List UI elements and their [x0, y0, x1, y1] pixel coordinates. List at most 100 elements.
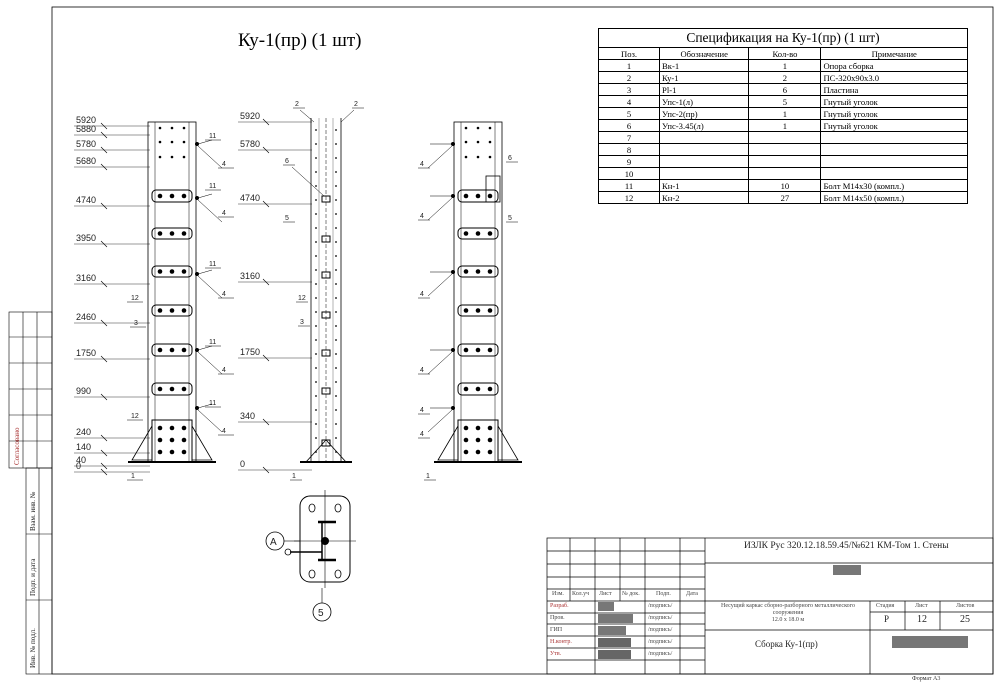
spec-cell: 4 [597, 95, 661, 108]
dimension-tick [262, 200, 270, 208]
signature: /подпись/ [648, 603, 673, 609]
leader [197, 275, 223, 299]
sheets-value: 25 [960, 614, 970, 625]
position-callout: 11 [209, 183, 216, 190]
position-callout: 4 [420, 367, 424, 374]
position-callout: 5 [508, 215, 512, 222]
dimension-tick [100, 319, 108, 327]
role-approver: Утв. [550, 651, 562, 657]
bolt-hole [170, 155, 174, 159]
spec-cell: Упс-3.45(л) [659, 119, 750, 132]
bolt [475, 231, 481, 236]
redacted-block [598, 602, 614, 611]
plate [457, 382, 499, 396]
spec-cell: 9 [597, 155, 661, 168]
bolt [169, 231, 175, 236]
drawing-title: Ку-1(пр) (1 шт) [238, 30, 362, 51]
col-kol: Кол.уч [572, 591, 590, 597]
bolt-hole [335, 171, 337, 173]
position-callout: 11 [209, 261, 216, 268]
bolt [181, 231, 187, 236]
spec-header-cell: Поз. [597, 47, 661, 60]
bolt [487, 347, 493, 353]
bolt-hole [335, 437, 337, 439]
dimension-label: 240 [76, 427, 91, 437]
bolt [195, 348, 199, 352]
bolt-hole [315, 157, 317, 159]
leader [427, 197, 453, 221]
sheet-value: 12 [917, 614, 927, 625]
sheet-label: Лист [915, 603, 928, 609]
spec-cell: Болт М14х50 (компл.) [820, 191, 968, 204]
stamp-inv-replace: Взам. инв. № [29, 491, 37, 531]
bolt [463, 347, 469, 353]
bolt [157, 449, 163, 455]
plate [457, 227, 499, 240]
bolt-hole [315, 409, 317, 411]
bolt [169, 437, 175, 443]
bolt-hole [335, 367, 337, 369]
spec-cell [659, 131, 750, 144]
spec-cell: Кн-2 [659, 191, 750, 204]
spec-cell: 1 [597, 59, 661, 72]
bolt-hole [335, 423, 337, 425]
bolt [157, 386, 163, 392]
bolt [181, 269, 187, 274]
dimension-label: 40 [76, 455, 86, 465]
bolt [451, 406, 455, 410]
bolt [181, 425, 187, 431]
bolt [169, 193, 175, 199]
spec-cell: Упс-2(пр) [659, 107, 750, 120]
dimension-label: 5780 [240, 139, 260, 149]
spec-cell: 3 [597, 83, 661, 96]
dimension-tick [100, 393, 108, 401]
bolt [181, 193, 187, 199]
leader [299, 109, 315, 123]
bolt [157, 437, 163, 443]
bolt [463, 449, 469, 455]
bolt [487, 386, 493, 392]
bolt [181, 386, 187, 392]
dimension-label: 5680 [76, 156, 96, 166]
leader [197, 345, 213, 351]
bolt-hole [335, 395, 337, 397]
bolt-hole [488, 126, 492, 130]
position-callout: 2 [295, 101, 299, 108]
plate [151, 343, 193, 357]
bolt [463, 193, 469, 199]
position-callout: 6 [285, 158, 289, 165]
bolt-hole [182, 126, 186, 130]
bolt [475, 449, 481, 455]
position-callout: 6 [508, 155, 512, 162]
bolt [195, 406, 199, 410]
dimension-label: 5920 [76, 115, 96, 125]
base-gusset [437, 424, 519, 461]
base-gusset [131, 424, 213, 461]
spec-header-cell: Примечание [820, 47, 968, 60]
spec-cell: Pl-1 [659, 83, 750, 96]
signature: /подпись/ [648, 651, 673, 657]
dimension-label: 5920 [240, 111, 260, 121]
stage-value: Р [884, 614, 890, 624]
format-label: Формат А3 [912, 676, 941, 682]
position-callout: 1 [131, 473, 135, 480]
section-label: A [270, 537, 277, 548]
spec-header-cell: Обозначение [659, 47, 750, 60]
bolt-head [321, 235, 331, 243]
bolt [463, 386, 469, 392]
bolt-hole [170, 140, 174, 144]
spec-title: Спецификация на Ку-1(пр) (1 шт) [598, 28, 968, 47]
bolt [321, 537, 329, 545]
bolt [451, 270, 455, 274]
bolt-hole [335, 381, 337, 383]
leader [340, 109, 355, 123]
spec-row: 9 [597, 155, 968, 168]
dimension-tick [100, 355, 108, 363]
bolt-hole [335, 409, 337, 411]
spec-cell: 27 [748, 191, 822, 204]
bolt-hole [315, 227, 317, 229]
